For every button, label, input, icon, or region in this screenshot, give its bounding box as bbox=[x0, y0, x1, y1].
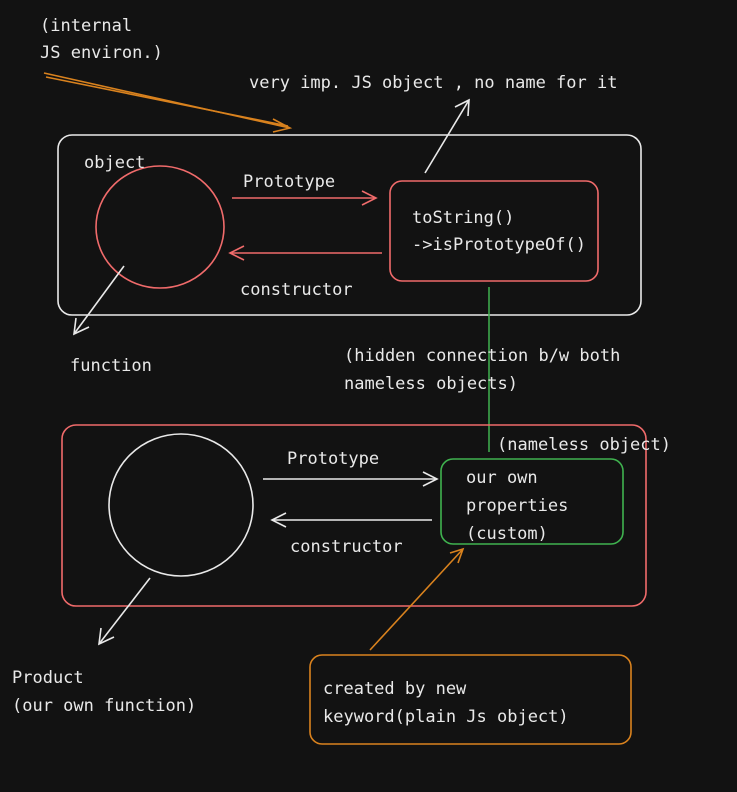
bottom-prototype-arrow bbox=[263, 471, 439, 487]
function-label: function bbox=[70, 356, 152, 376]
top-constructor-arrow bbox=[228, 245, 382, 261]
object-circle bbox=[95, 165, 225, 289]
own-properties-line3: (custom) bbox=[466, 524, 548, 544]
object-label: object bbox=[84, 153, 145, 173]
product-pointer-arrow bbox=[98, 577, 151, 646]
bottom-prototype-label: Prototype bbox=[287, 449, 379, 469]
proto-method-tostring: toString() bbox=[412, 208, 514, 228]
top-environment-frame bbox=[57, 134, 642, 316]
created-by-new-box bbox=[309, 654, 632, 745]
own-properties-box bbox=[440, 458, 624, 545]
created-by-new-line1: created by new bbox=[323, 679, 467, 699]
product-sublabel: (our own function) bbox=[12, 696, 196, 716]
internal-env-note-line1: (internal bbox=[40, 16, 132, 36]
product-circle bbox=[108, 433, 254, 577]
internal-env-pointer-arrow bbox=[43, 72, 293, 133]
product-label: Product bbox=[12, 668, 84, 688]
created-by-new-line2: keyword(plain Js object) bbox=[323, 707, 569, 727]
own-properties-line1: our own bbox=[466, 468, 538, 488]
own-properties-line2: properties bbox=[466, 496, 568, 516]
proto-method-isprototypeof: ->isPrototypeOf() bbox=[412, 235, 586, 255]
top-constructor-label: constructor bbox=[240, 280, 353, 300]
top-prototype-arrow bbox=[232, 190, 378, 206]
nameless-object-label: (nameless object) bbox=[497, 435, 671, 455]
top-prototype-label: Prototype bbox=[243, 172, 335, 192]
function-pointer-arrow bbox=[73, 265, 125, 336]
bottom-constructor-label: constructor bbox=[290, 537, 403, 557]
very-imp-pointer-arrow bbox=[424, 98, 470, 174]
hidden-connection-note-line1: (hidden connection b/w both bbox=[344, 346, 620, 366]
created-by-new-pointer-arrow bbox=[369, 547, 465, 651]
very-imp-note: very imp. JS object , no name for it bbox=[249, 73, 617, 93]
hidden-connection-note-line2: nameless objects) bbox=[344, 374, 518, 394]
bottom-environment-frame bbox=[61, 424, 647, 607]
bottom-constructor-arrow bbox=[270, 512, 432, 528]
internal-env-note-line2: JS environ.) bbox=[40, 43, 163, 63]
object-prototype-box bbox=[389, 180, 599, 282]
